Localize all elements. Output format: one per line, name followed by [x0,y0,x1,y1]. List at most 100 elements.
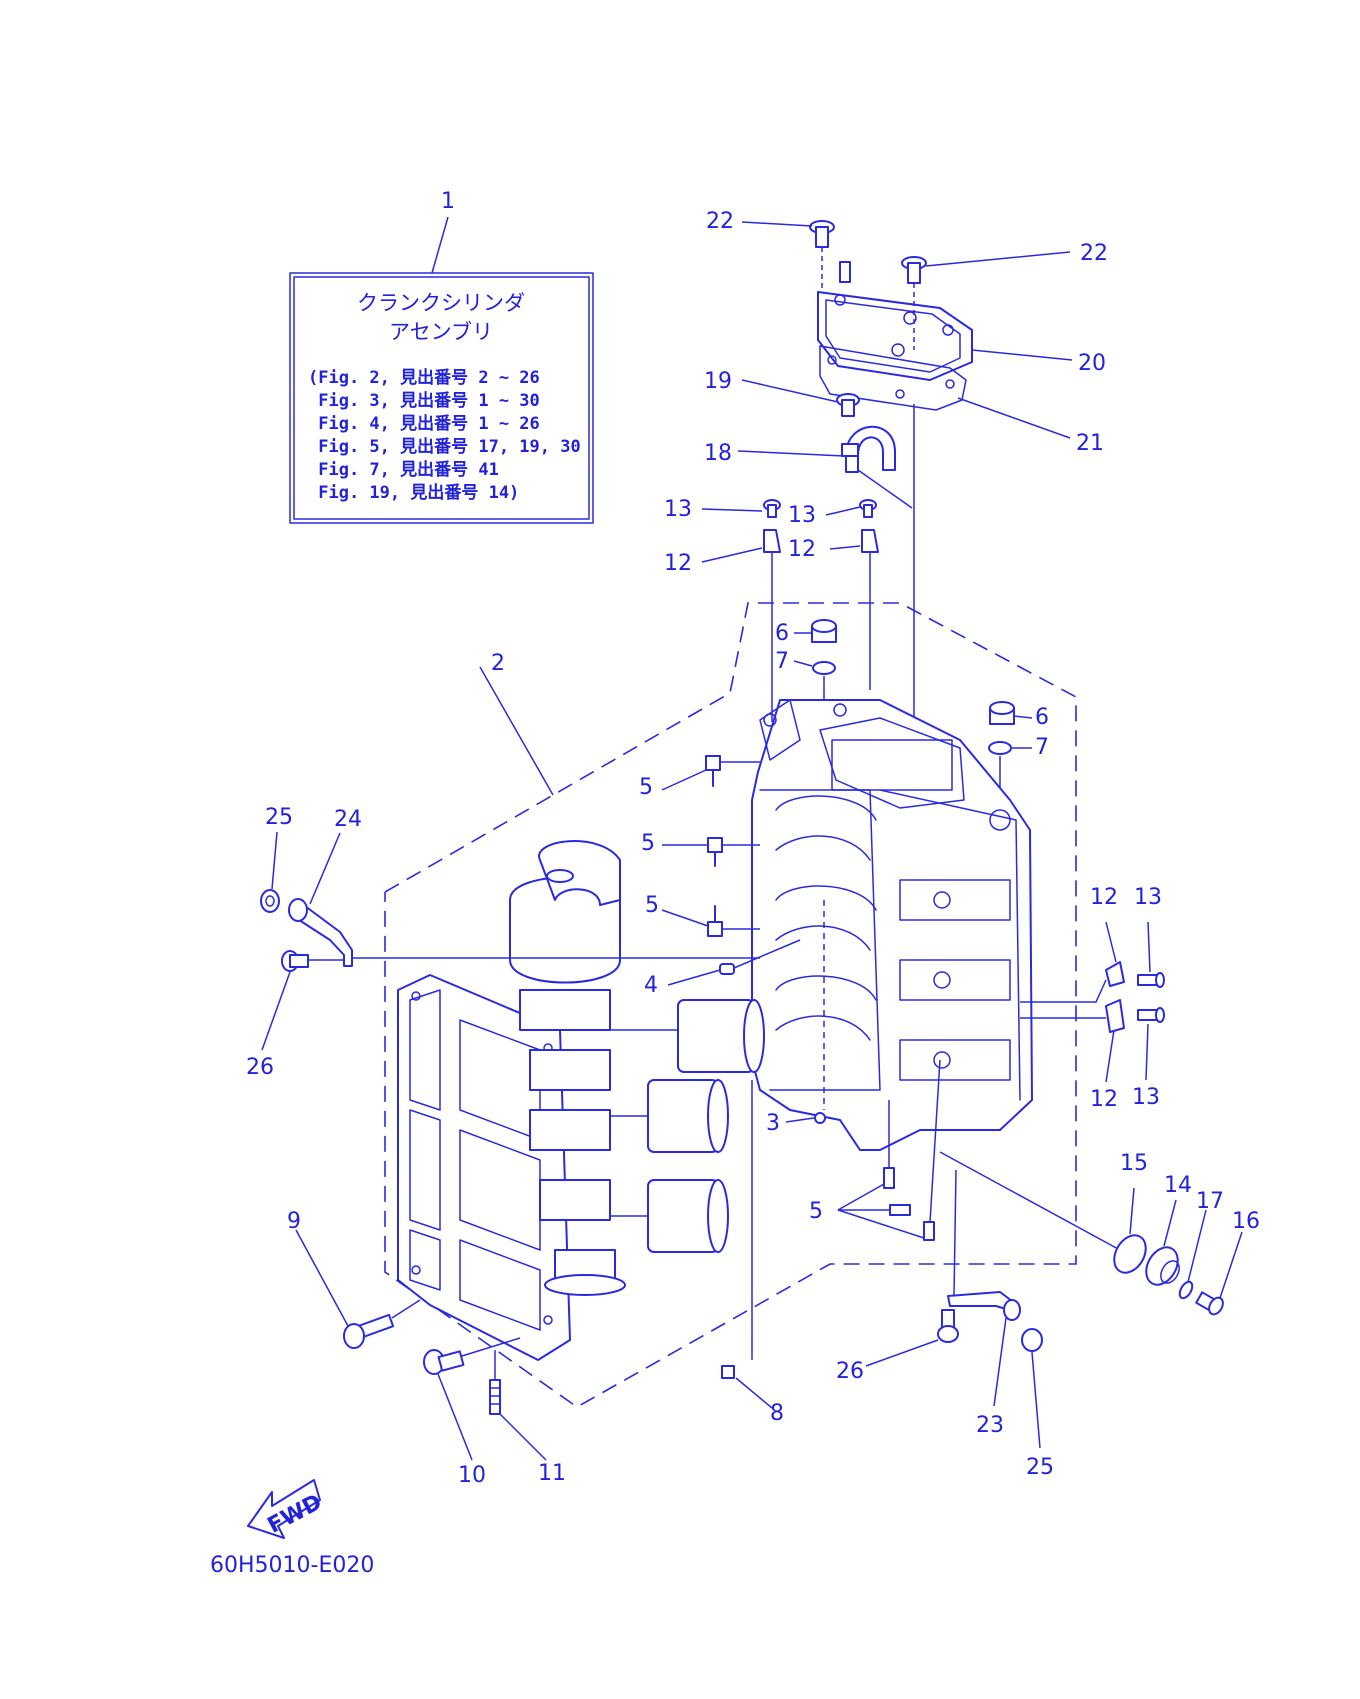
bolt-9-line [391,1299,421,1319]
leader-12a [701,547,763,563]
leader-18 [737,450,845,457]
info-box-title-line2: アセンブリ [389,320,493,344]
leader-24 [309,832,341,905]
callout-26-left: 26 [246,1055,274,1080]
hose-clip-side-lower [1105,999,1165,1033]
bracket-right-line [953,1169,957,1297]
leader-12d [1105,1029,1115,1083]
hose-clip-side-upper [1105,961,1165,988]
leader-26b [865,1339,939,1367]
callout-24: 24 [334,807,362,832]
leader-22b [925,251,1071,267]
clamp-bolt [836,393,860,417]
cover-14-alignment-line [939,1151,1121,1251]
dowel-pin-8 [721,1365,735,1379]
diagram-code: 60H5010-E020 [210,1553,374,1578]
info-box-line-3: Fig. 4, 見出番号 1 ~ 26 [308,413,540,434]
pin-3 [814,1112,826,1124]
callout-19: 19 [704,369,732,394]
leader-9 [295,1229,349,1327]
leader-22a [741,221,813,227]
leader-7a [793,660,813,667]
callout-23: 23 [976,1413,1004,1438]
cover-14 [1145,1246,1180,1286]
leader-3 [785,1117,815,1123]
leader-12c [1105,921,1117,963]
callout-17: 17 [1196,1189,1224,1214]
leader-25b [1031,1351,1041,1449]
callout-18: 18 [704,441,732,466]
drain-plug-top [811,619,837,700]
leader-5d-3 [837,1209,925,1239]
hose-bracket-left [288,898,353,967]
callout-4: 4 [644,973,658,998]
callout-7-top: 7 [775,649,789,674]
leader-16 [1219,1231,1243,1299]
stud-11 [489,1379,501,1415]
leader-6b [1013,715,1033,719]
leader-17 [1187,1209,1207,1283]
gasket-15 [1113,1234,1147,1274]
callout-6-top: 6 [775,621,789,646]
callout-12-top-left: 12 [664,551,692,576]
info-box-title-line1: クランクシリンダ [357,291,525,315]
callout-25-left: 25 [265,805,293,830]
dowel-pin-4 [719,963,735,975]
callout-2: 2 [491,651,505,676]
hose-clip-left [763,499,781,553]
leader-14 [1163,1199,1177,1247]
grommet-right [1021,1328,1043,1352]
fitting-5d-group [883,1059,941,1241]
leader-15 [1129,1187,1135,1235]
callout-13-top-left: 13 [664,497,692,522]
bolt-10-line [461,1337,521,1357]
leader-8 [735,1377,773,1409]
callout-14: 14 [1164,1173,1192,1198]
leader-21 [957,397,1071,439]
callout-13-side-upper: 13 [1134,885,1162,910]
leader-2 [479,666,554,796]
callout-12-side-lower: 12 [1090,1087,1118,1112]
leader-13c [1147,921,1151,973]
leader-4 [667,969,721,986]
fitting-5a [705,755,760,787]
leader-19 [741,379,839,403]
callout-5-upper: 5 [639,775,653,800]
callout-3: 3 [766,1111,780,1136]
water-jacket-cover-assembly [817,261,973,411]
bracket-bolt-right [937,1309,959,1343]
drain-plug-side [988,701,1015,808]
forward-direction-arrow: FWD [247,1479,326,1539]
callout-25-right: 25 [1026,1455,1054,1480]
bolt-9 [343,1313,395,1349]
leader-10 [437,1373,473,1461]
callout-10: 10 [458,1463,486,1488]
assembly-boundary-dashed [384,602,1077,1408]
bolt-16 [1195,1291,1224,1316]
info-box-line-6: Fig. 19, 見出番号 14) [308,482,519,503]
crankshaft [509,840,626,1296]
assembly-info-box: クランクシリンダ アセンブリ (Fig. 2, 見出番号 2 ~ 26 Fig.… [289,272,594,524]
callout-26-right: 26 [836,1359,864,1384]
callout-11: 11 [538,1461,566,1486]
info-box-line-5: Fig. 7, 見出番号 41 [308,459,499,480]
piston-middle [647,1079,729,1153]
cylinder-block [751,699,1033,1151]
callout-9: 9 [287,1209,301,1234]
callout-15: 15 [1120,1151,1148,1176]
piston-upper [677,999,765,1073]
washer-17 [1178,1280,1194,1300]
dowel-4-line [733,939,801,969]
callout-6-side: 6 [1035,705,1049,730]
leader-1 [431,216,449,274]
clamp-alignment-line [857,469,913,509]
bolt-10 [423,1349,465,1375]
cover-bolt-left [809,220,835,292]
info-box-line-2: Fig. 3, 見出番号 1 ~ 30 [308,390,540,411]
grommet-left [260,889,280,913]
callout-16: 16 [1232,1209,1260,1234]
callout-5-middle: 5 [641,831,655,856]
leader-5d-1 [837,1183,885,1211]
callout-21: 21 [1076,431,1104,456]
